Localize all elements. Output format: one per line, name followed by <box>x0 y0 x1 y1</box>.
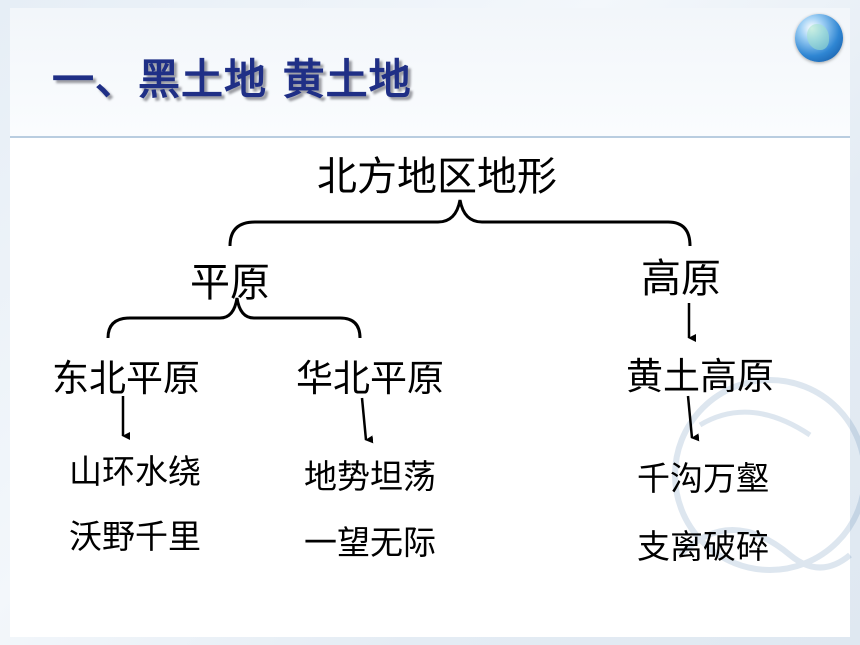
desc-northchina-1: 地势坦荡 <box>304 457 436 496</box>
desc-northeast-1: 山环水绕 <box>69 452 201 491</box>
brace-plains <box>106 297 362 339</box>
arrow-northchina-desc <box>360 397 374 444</box>
desc-loess-1: 千沟万壑 <box>637 459 769 498</box>
decorative-watermark <box>672 377 860 573</box>
page-title: 一、黑土地 黄土地 <box>52 55 412 104</box>
diagram-root: 北方地区地形 <box>317 154 557 200</box>
title-band <box>10 8 850 138</box>
node-north-china-plain: 华北平原 <box>296 357 444 400</box>
node-northeast-plain: 东北平原 <box>52 357 200 400</box>
node-plateau: 高原 <box>641 256 721 302</box>
brace-root <box>228 199 692 247</box>
node-loess-plateau: 黄土高原 <box>626 355 774 398</box>
arrow-loess-desc <box>686 395 700 442</box>
desc-northchina-2: 一望无际 <box>304 523 436 562</box>
node-plains: 平原 <box>190 260 270 306</box>
desc-loess-2: 支离破碎 <box>637 527 769 566</box>
globe-icon <box>795 14 843 62</box>
desc-northeast-2: 沃野千里 <box>69 517 201 556</box>
